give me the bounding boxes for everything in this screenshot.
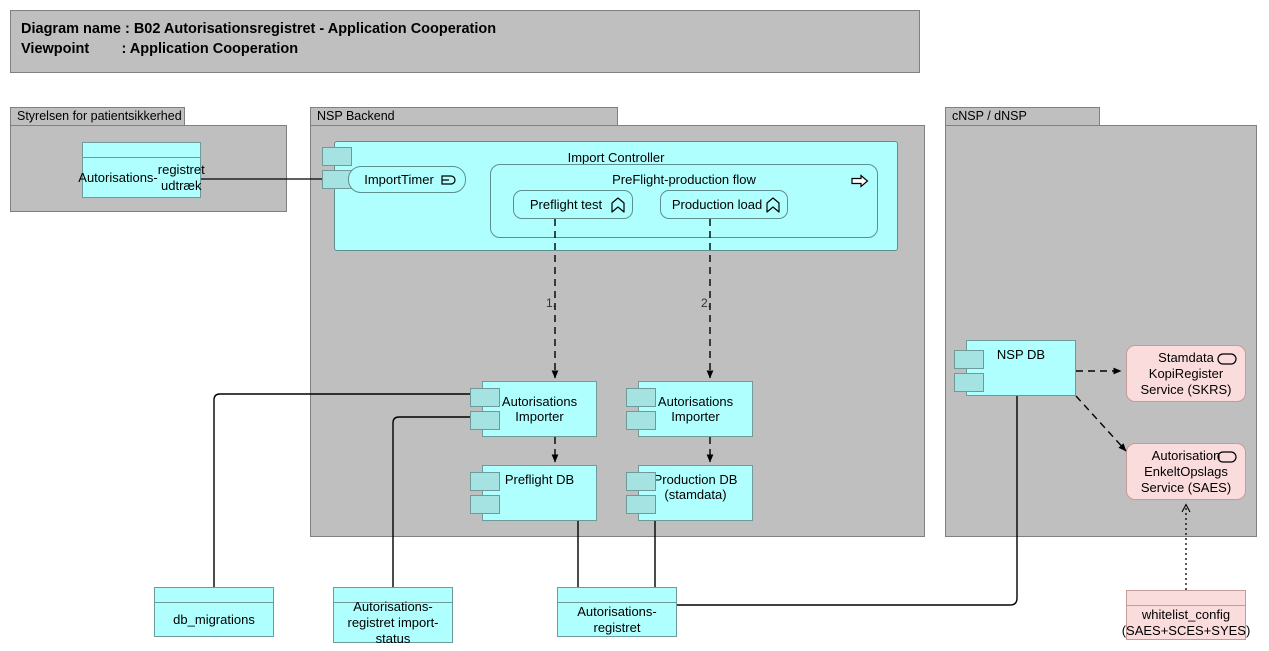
function-chevron-icon [611,197,625,213]
artifact-autorisationsregistret[interactable]: Autorisations-registret [557,587,677,637]
artifact-label: Autorisations-registret udtræk [78,158,204,197]
port-production-db-1 [626,472,656,491]
import-status-label: Autorisations-registret import-status [347,598,439,646]
service-oval-icon [1217,353,1237,365]
group-label-nsp-backend: NSP Backend [317,109,395,123]
port-importer-right-1 [626,388,656,407]
group-label-cnsp-dnsp: cNSP / dNSP [952,109,1027,123]
group-label-styrelsen: Styrelsen for patientsikkerhed [17,109,182,123]
event-icon [441,175,456,185]
port-importer-right-2 [626,411,656,430]
port-importer-left-2 [470,411,500,430]
artifact-whitelist-config[interactable]: whitelist_config(SAES+SCES+SYES) [1122,590,1250,640]
artifact-import-status[interactable]: Autorisations-registret import-status [333,587,453,646]
port-preflight-db-1 [470,472,500,491]
component-production-load[interactable]: Production load [660,190,788,219]
port-import-controller-1 [322,147,352,166]
udtraek-label-line1: Autorisations- [78,169,158,185]
viewpoint-line: Viewpoint : Application Cooperation [21,41,299,57]
process-arrow-icon [851,174,869,188]
sequence-label-1: 1. [546,296,557,310]
port-nsp-db-2 [954,373,984,392]
import-controller-label: Import Controller [567,150,665,165]
port-importer-left-1 [470,388,500,407]
preflight-test-label: Preflight test [529,197,603,212]
autorisationsregistret-label: Autorisations-registret [577,603,657,635]
db-migrations-label: db_migrations [173,611,255,627]
port-preflight-db-2 [470,495,500,514]
artifact-band [83,143,200,158]
preflight-db-label: Preflight DB [504,472,575,487]
function-chevron-icon [766,197,780,213]
artifact-band [1127,591,1245,606]
group-tab-cnsp-dnsp: cNSP / dNSP [945,107,1100,125]
diagram-name-line: Diagram name : B02 Autorisationsregistre… [21,21,497,37]
component-preflight-test[interactable]: Preflight test [513,190,633,219]
sequence-label-2: 2. [701,296,712,310]
group-tab-nsp-backend: NSP Backend [310,107,618,125]
production-db-label: Production DB(stamdata) [653,472,738,502]
artifact-band [334,588,452,603]
component-import-timer[interactable]: ImportTimer [348,166,466,193]
port-production-db-2 [626,495,656,514]
component-nsp-db[interactable]: NSP DB [966,340,1076,396]
udtraek-label-line2: registret udtræk [157,161,205,193]
artifact-autorisationsregistret-udtraek[interactable]: Autorisations-registret udtræk [78,142,205,198]
artifact-band [558,588,676,603]
nsp-db-label: NSP DB [996,347,1046,362]
preflight-flow-label: PreFlight-production flow [612,172,756,187]
production-load-label: Production load [671,197,763,212]
service-oval-icon [1217,451,1237,463]
diagram-title-banner: Diagram name : B02 Autorisationsregistre… [10,10,920,73]
port-nsp-db-1 [954,350,984,369]
group-tab-styrelsen: Styrelsen for patientsikkerhed [10,107,185,125]
artifact-band [155,588,273,603]
import-timer-label: ImportTimer [364,172,434,187]
whitelist-config-label: whitelist_config(SAES+SCES+SYES) [1121,606,1251,638]
artifact-db-migrations[interactable]: db_migrations [154,587,274,637]
component-preflight-db[interactable]: Preflight DB [482,465,597,521]
